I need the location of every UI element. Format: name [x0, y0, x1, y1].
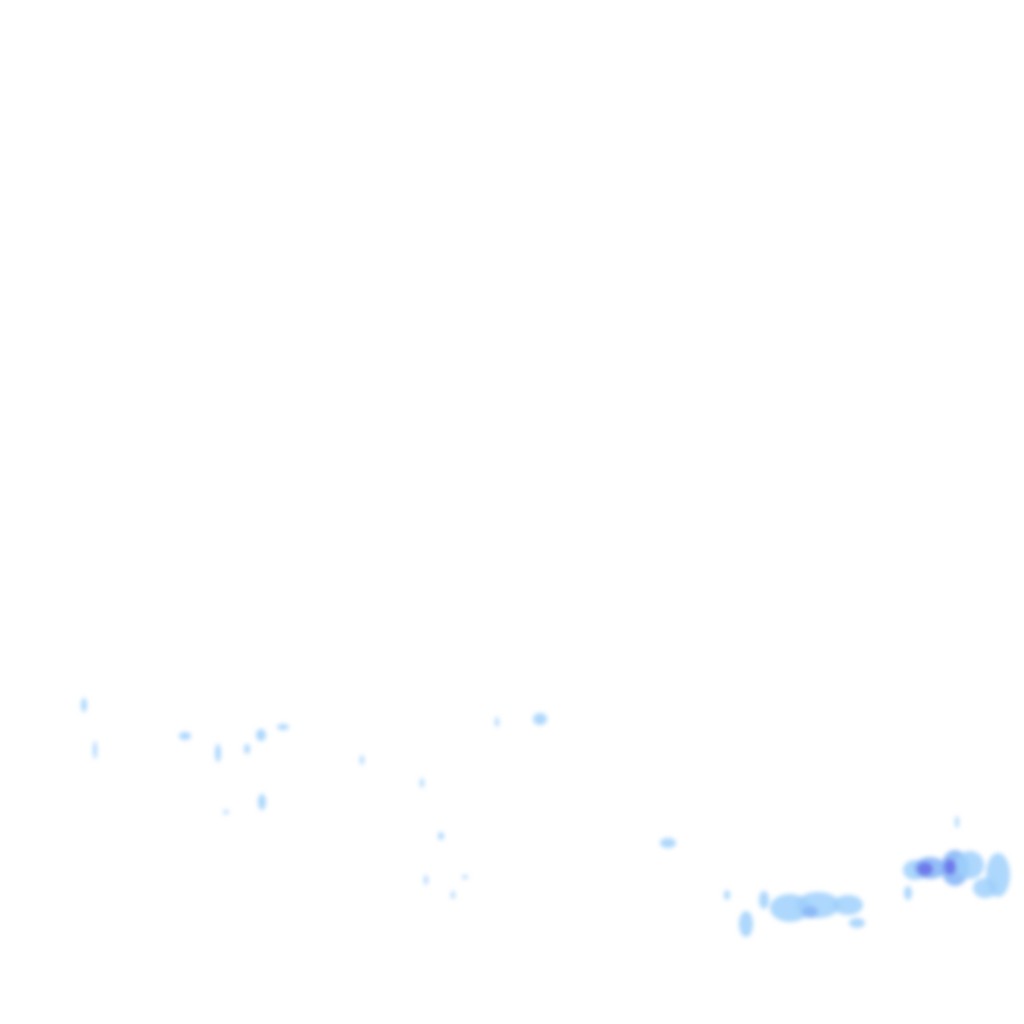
precipitation-cell: [451, 891, 455, 899]
precipitation-cell: [277, 724, 289, 730]
precipitation-cell: [759, 891, 769, 909]
precipitation-cell: [420, 778, 424, 788]
precipitation-cell: [215, 744, 221, 762]
precipitation-cell: [81, 698, 87, 712]
precipitation-cell: [833, 895, 863, 915]
precipitation-cell: [917, 862, 933, 876]
precipitation-cell: [244, 744, 250, 754]
precipitation-cell: [904, 886, 912, 900]
precipitation-cell: [956, 851, 984, 879]
precipitation-cell: [93, 741, 97, 759]
precipitation-cell: [223, 810, 229, 814]
precipitation-cell: [849, 918, 865, 928]
precipitation-cell: [944, 859, 956, 875]
precipitation-cell: [495, 717, 499, 727]
precipitation-cell: [256, 729, 266, 741]
precipitation-cell: [360, 755, 364, 765]
precipitation-cell: [660, 838, 676, 848]
precipitation-cell: [724, 890, 730, 900]
precipitation-cell: [533, 713, 547, 725]
precipitation-cell: [438, 832, 444, 840]
precipitation-cell: [258, 794, 266, 810]
precipitation-cell: [424, 875, 428, 885]
precipitation-cell: [739, 911, 753, 937]
precipitation-cell: [955, 816, 959, 828]
precipitation-cell: [179, 732, 191, 740]
precipitation-cell: [462, 875, 468, 879]
precipitation-cell: [973, 878, 997, 898]
precipitation-cell: [802, 906, 818, 918]
